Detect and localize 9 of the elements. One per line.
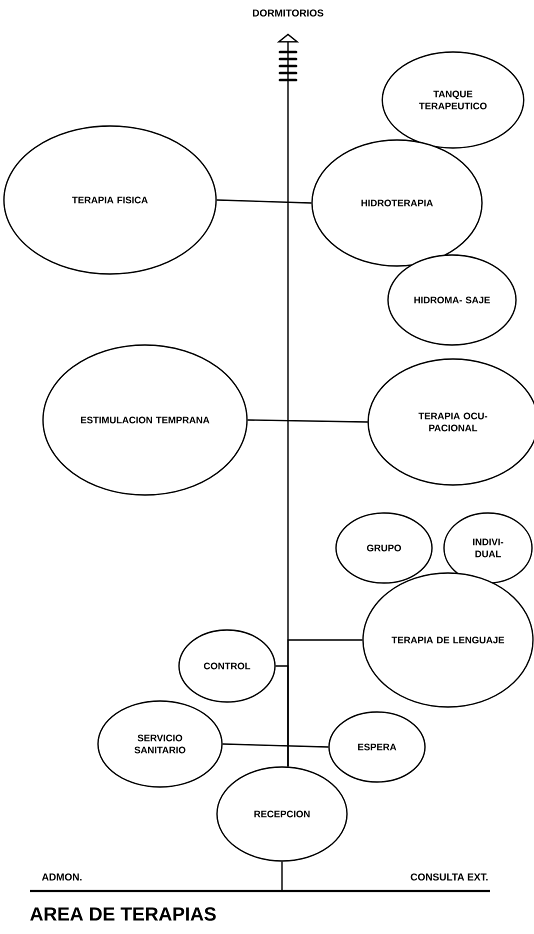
caption: AREA DE TERAPIAS: [30, 907, 216, 921]
destination-label: DORMITORIOS: [252, 9, 324, 17]
connector-line: [281, 862, 283, 891]
area-label: CONSULTA EXT.: [410, 873, 488, 881]
connector-line: [248, 419, 368, 423]
connector-line: [216, 199, 312, 204]
connector-line: [276, 665, 289, 766]
connector-line: [222, 743, 328, 748]
area-label: ADMON.: [42, 873, 82, 881]
